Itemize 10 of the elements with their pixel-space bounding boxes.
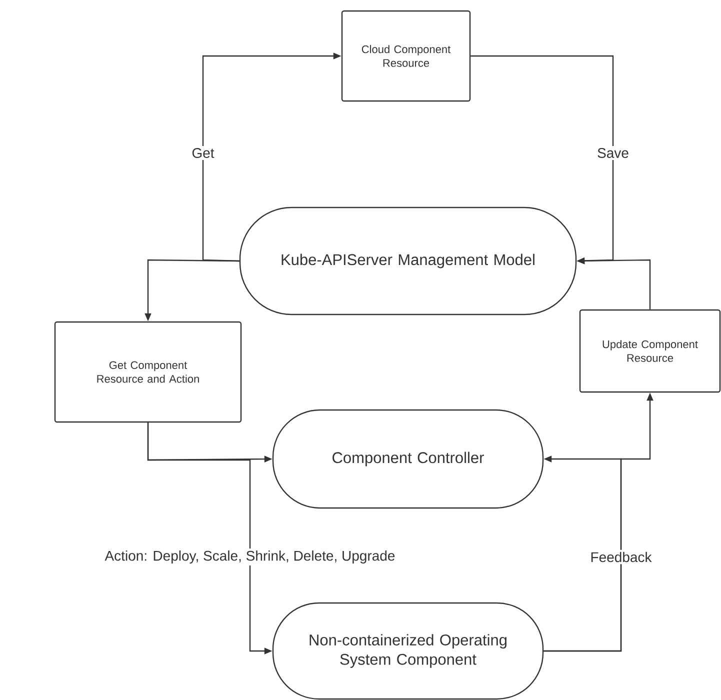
edge-label: Get: [190, 146, 216, 160]
process-box: Get Component Resource and Action: [54, 321, 242, 423]
process-box: Update Component Resource: [579, 309, 721, 393]
rounded-box: Non-containerized Operating System Component: [272, 602, 544, 700]
edge-label: Save: [595, 146, 631, 160]
rounded-box: Kube-APIServer Management Model: [239, 206, 577, 316]
rounded-box: Component Controller: [272, 409, 544, 509]
edge-label: Action: Deploy, Scale, Shrink, Delete, Upgrade: [102, 548, 398, 566]
process-box: Cloud Component Resource: [341, 10, 471, 102]
edge-label: Feedback: [588, 550, 654, 564]
